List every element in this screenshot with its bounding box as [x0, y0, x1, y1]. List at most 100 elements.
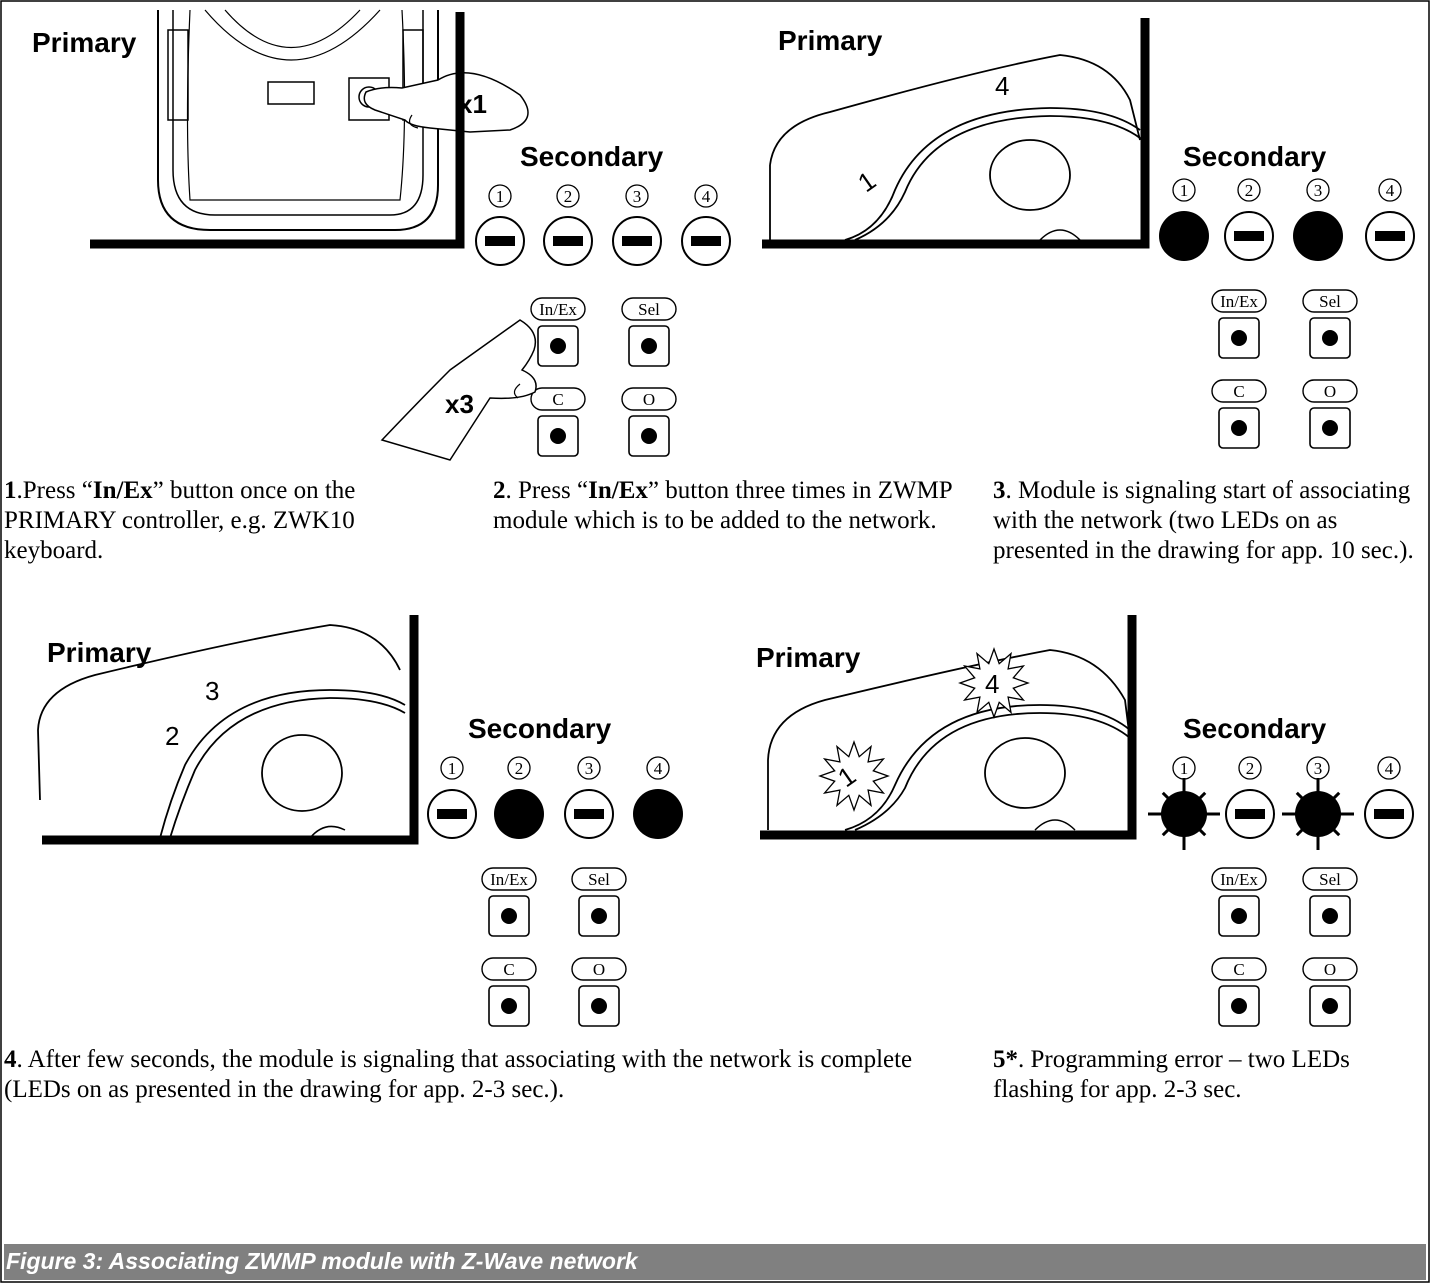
led-number: 1: [448, 759, 457, 778]
button-label: C: [552, 390, 563, 409]
led-number-circle: [577, 756, 601, 780]
led-number: 2: [1245, 181, 1254, 200]
primary-label: Primary: [32, 27, 137, 58]
button-label: In/Ex: [1220, 870, 1258, 889]
led-number: 1: [1180, 181, 1189, 200]
primary-label: Primary: [778, 25, 883, 56]
button-label: C: [1233, 960, 1244, 979]
c-button[interactable]: C: [481, 957, 537, 1027]
led-off-bar: [1374, 809, 1404, 819]
panel-1-primary-controller: x1 Primary: [32, 9, 529, 249]
secondary-label: Secondary: [1183, 713, 1327, 744]
led-off-bar: [1235, 809, 1265, 819]
press-count-label-x3: x3: [445, 389, 474, 419]
led-number-circle: [1377, 756, 1401, 780]
led-flashing: [1295, 791, 1341, 837]
flashing-led-rays-icon: [1282, 778, 1354, 850]
led-number-circle: [1172, 178, 1196, 202]
button-label: O: [1324, 960, 1336, 979]
button-label: O: [1324, 382, 1336, 401]
remote-digit: 4: [995, 71, 1009, 101]
led-number: 1: [496, 187, 505, 206]
o-button[interactable]: O: [1302, 379, 1358, 449]
step-2-caption: 2. Press “In/Ex” button three times in Z…: [493, 477, 952, 534]
led-number: 3: [585, 759, 594, 778]
led-number-circle: [1238, 756, 1262, 780]
led-number: 4: [1386, 181, 1395, 200]
remote-digit: 1: [852, 165, 881, 198]
in-ex-button[interactable]: In/Ex: [481, 867, 537, 937]
led-number-circle: [625, 184, 649, 208]
o-button[interactable]: O: [621, 387, 677, 457]
led-off-bar: [622, 236, 652, 246]
sel-button[interactable]: Sel: [621, 297, 677, 367]
panel-2-primary-controller: Primary 4 1: [762, 18, 1150, 249]
led-off-bar: [485, 236, 515, 246]
led-number: 3: [1314, 759, 1323, 778]
in-ex-button[interactable]: In/Ex: [1211, 867, 1267, 937]
flashing-led-rays-icon: [1148, 778, 1220, 850]
c-button[interactable]: C: [530, 387, 586, 457]
starburst-icon: [958, 647, 1030, 719]
c-button[interactable]: C: [1211, 379, 1267, 449]
led-off-bar: [574, 809, 604, 819]
led-number: 4: [1385, 759, 1394, 778]
figure-caption: Figure 3: Associating ZWMP module with Z…: [6, 1248, 638, 1274]
remote-digit: 2: [165, 721, 179, 751]
o-button[interactable]: O: [571, 957, 627, 1027]
led-number-circle: [646, 756, 670, 780]
button-label: Sel: [1319, 292, 1341, 311]
secondary-label: Secondary: [520, 141, 664, 172]
remote-digit: 3: [205, 676, 219, 706]
led-off-bar: [553, 236, 583, 246]
sel-button[interactable]: Sel: [1302, 289, 1358, 359]
starburst-icon: [818, 740, 890, 812]
led-on: [494, 789, 544, 839]
led-on: [1159, 211, 1209, 261]
step-1-caption: 1.Press “In/Ex” button once on the PRIMA…: [4, 477, 356, 564]
led-number-circle: [1306, 178, 1330, 202]
led-number-circle: [1237, 178, 1261, 202]
in-ex-button[interactable]: In/Ex: [1211, 289, 1267, 359]
button-label: In/Ex: [539, 300, 577, 319]
panel-4-primary-controller: Primary 3 2: [37, 615, 419, 845]
led-on: [1293, 211, 1343, 261]
led-off-bar: [1375, 231, 1405, 241]
button-label: Sel: [1319, 870, 1341, 889]
led-number-circle: [507, 756, 531, 780]
led-off-bar: [1234, 231, 1264, 241]
button-label: C: [1233, 382, 1244, 401]
button-label: C: [503, 960, 514, 979]
led-number: 4: [702, 187, 711, 206]
led-flashing: [1161, 791, 1207, 837]
led-number: 2: [564, 187, 573, 206]
led-number-circle: [1378, 178, 1402, 202]
o-button[interactable]: O: [1302, 957, 1358, 1027]
button-label: In/Ex: [490, 870, 528, 889]
button-label: Sel: [588, 870, 610, 889]
step-5-caption: 5*. Programming error – two LEDs flashin…: [993, 1046, 1350, 1103]
led-number: 1: [1180, 759, 1189, 778]
led-number: 4: [654, 759, 663, 778]
led-off-bar: [691, 236, 721, 246]
button-label: In/Ex: [1220, 292, 1258, 311]
figure-caption-bar: [4, 1244, 1426, 1280]
led-number: 2: [1246, 759, 1255, 778]
step-3-caption: 3. Module is signaling start of associat…: [993, 477, 1414, 564]
in-ex-button[interactable]: In/Ex: [530, 297, 586, 367]
c-button[interactable]: C: [1211, 957, 1267, 1027]
led-off-bar: [437, 809, 467, 819]
button-label: O: [593, 960, 605, 979]
sel-button[interactable]: Sel: [1302, 867, 1358, 937]
led-number-circle: [488, 184, 512, 208]
sel-button[interactable]: Sel: [571, 867, 627, 937]
secondary-label: Secondary: [468, 713, 612, 744]
primary-label: Primary: [756, 642, 861, 673]
led-number-circle: [556, 184, 580, 208]
panel-5-primary-controller: Primary 4 1: [756, 615, 1137, 840]
